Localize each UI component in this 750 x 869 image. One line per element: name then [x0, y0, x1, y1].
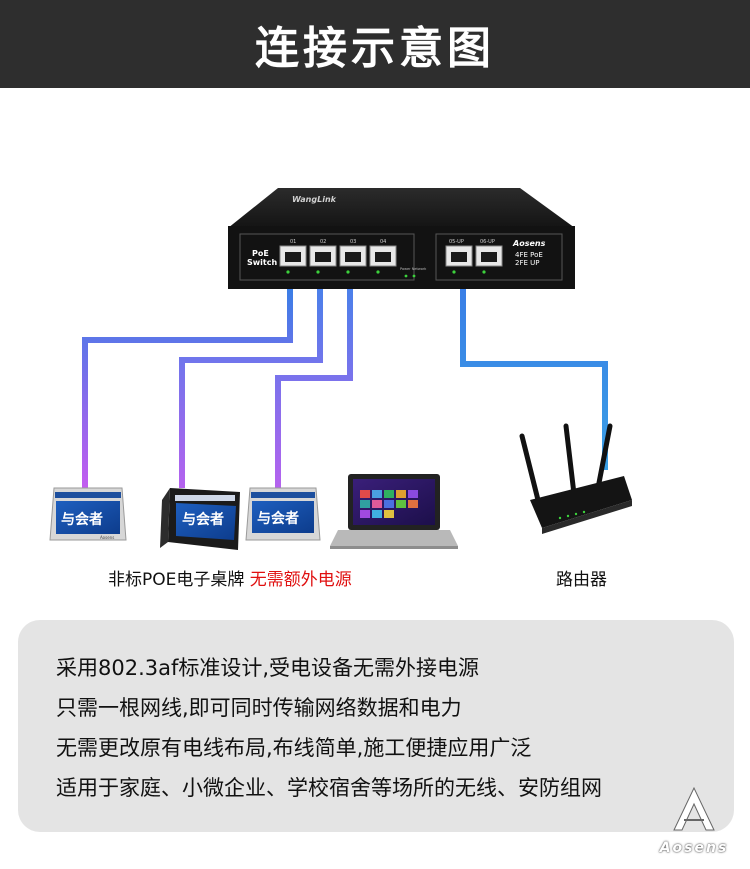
cable-port-1 — [82, 288, 293, 488]
switch-poe-label: PoE — [252, 249, 269, 258]
switch-led-label: Power Network — [400, 267, 427, 271]
port-label: 02 — [320, 239, 326, 245]
info-line: 采用802.3af标准设计,受电设备无需外接电源 — [56, 656, 480, 680]
desk-nameplate-1: 与会者 Aosens — [49, 487, 127, 541]
port-label: 01 — [290, 239, 296, 245]
nameplate-text: 与会者 — [257, 510, 299, 527]
switch-spec-line2: 2FE UP — [515, 259, 539, 267]
cable-uplink — [460, 286, 608, 470]
info-line: 适用于家庭、小微企业、学校宿舍等场所的无线、安防组网 — [56, 776, 602, 800]
uplink-ports: 05-UP 06-UP — [445, 239, 503, 274]
page-header: 连接示意图 — [0, 0, 750, 88]
cable-port-2 — [179, 288, 323, 488]
info-box: 采用802.3af标准设计,受电设备无需外接电源 只需一根网线,即可同时传输网络… — [18, 620, 734, 832]
poe-switch: WangLink PoE Switch 01 02 03 04 Power Ne… — [228, 188, 575, 289]
logo-mark-icon — [673, 786, 715, 831]
nameplate-text: 与会者 — [182, 511, 224, 528]
port-label: 03 — [350, 239, 356, 245]
uplink-port-label: 06-UP — [480, 239, 495, 245]
cable-port-3 — [275, 288, 353, 488]
brand-logo: Aosens — [652, 784, 736, 856]
port-label: 04 — [380, 239, 386, 245]
switch-brand: Aosens — [512, 239, 546, 248]
nameplate-brand: Aosens — [100, 535, 114, 540]
logo-text: Aosens — [659, 840, 729, 856]
uplink-port-label: 05-UP — [449, 239, 464, 245]
page-title: 连接示意图 — [255, 23, 495, 74]
switch-spec-line1: 4FE PoE — [515, 251, 543, 259]
nameplate-caption-highlight: 无需额外电源 — [249, 570, 352, 590]
nameplate-text: 与会者 — [61, 511, 103, 528]
info-line: 只需一根网线,即可同时传输网络数据和电力 — [56, 696, 462, 720]
router — [519, 423, 632, 534]
nameplate-caption: 非标POE电子桌牌 无需额外电源 — [108, 565, 352, 590]
info-line: 无需更改原有电线布局,布线简单,施工便捷应用广泛 — [56, 736, 532, 760]
switch-switch-label: Switch — [247, 258, 277, 267]
router-caption: 路由器 — [556, 570, 607, 590]
switch-brand-top: WangLink — [292, 195, 337, 204]
desk-nameplate-3: 与会者 — [245, 487, 321, 541]
poe-ports: 01 02 03 04 — [279, 239, 397, 274]
cables — [82, 286, 608, 488]
laptop — [330, 474, 458, 549]
nameplate-caption-main: 非标POE电子桌牌 — [108, 570, 245, 590]
desk-nameplate-2: 与会者 — [160, 488, 240, 550]
